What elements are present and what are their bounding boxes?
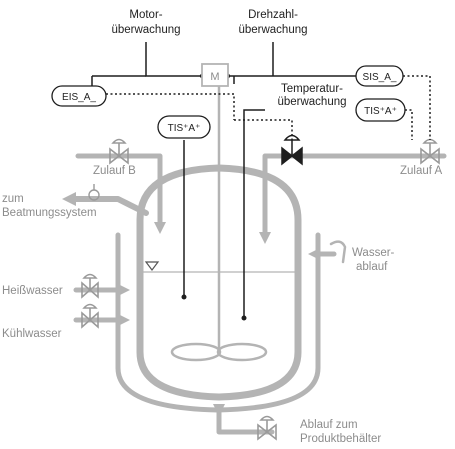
inlet-b-pipe — [75, 153, 163, 231]
instrument-eis-label: EIS_A_ — [62, 92, 96, 103]
valve-cooling-water[interactable] — [81, 303, 99, 329]
motor-monitoring-label-2: überwachung — [111, 24, 180, 36]
speed-monitoring-label-1: Drehzahl- — [248, 9, 298, 21]
vent-fitting — [88, 184, 100, 201]
inlet-b-arrow — [154, 222, 166, 234]
temp-control-line — [234, 119, 293, 140]
inlet-b-label: Zulauf B — [93, 165, 136, 177]
product-drain-label-2: Produktbehälter — [300, 433, 381, 445]
motor-box[interactable] — [201, 63, 229, 87]
instrument-tis-level-label: TIS⁺A⁺ — [364, 106, 397, 117]
water-drain-label-2: ablauf — [356, 261, 388, 273]
product-drain-label-1: Ablauf zum — [300, 419, 358, 431]
tis-level-control-line — [405, 109, 413, 140]
instrument-tis-temp-label: TIS⁺A⁺ — [168, 123, 201, 134]
eis-control-line — [106, 93, 235, 120]
motor-symbol: M — [210, 71, 219, 83]
agitator-impeller — [170, 342, 268, 362]
vent-label-2: Beatmungssystem — [2, 207, 97, 219]
speed-monitoring-label-2: überwachung — [238, 24, 307, 36]
vent-label-1: zum — [2, 193, 24, 205]
product-drain-arrow — [213, 404, 225, 416]
sis-control-line-a — [403, 75, 431, 140]
vent-arrow — [62, 192, 76, 206]
water-drain-label-1: Wasser- — [352, 247, 395, 259]
valve-product-drain[interactable] — [257, 415, 277, 441]
water-drain-arrow — [308, 248, 320, 260]
inlet-a-pipe — [262, 153, 447, 241]
cooling-water-arrow — [116, 313, 130, 327]
hot-water-label: Heißwasser — [2, 285, 63, 297]
instrument-sis-label: SIS_A_ — [363, 72, 397, 83]
cooling-water-label: Kühlwasser — [2, 328, 62, 340]
instrument-tis-temp[interactable]: TIS⁺A⁺ — [157, 115, 211, 139]
temp-monitoring-label-1: Temperatur- — [281, 83, 343, 95]
instrument-tis-level[interactable]: TIS⁺A⁺ — [355, 98, 406, 122]
temperature-control-valve[interactable] — [281, 134, 303, 166]
valve-inlet-a[interactable] — [420, 138, 440, 165]
product-drain-pipe — [216, 407, 275, 435]
reactor-vessel — [136, 164, 302, 401]
motor-signal-line — [145, 42, 202, 77]
valve-inlet-b[interactable] — [109, 138, 129, 165]
instrument-sis[interactable]: SIS_A_ — [355, 65, 404, 87]
tis-temp-probe-tip — [181, 294, 187, 300]
temp-monitoring-label-2: überwachung — [277, 96, 346, 108]
tis-level-probe-tip — [241, 315, 247, 321]
valve-hot-water[interactable] — [81, 273, 99, 299]
level-indicator-triangle — [144, 261, 160, 271]
inlet-a-arrow — [259, 232, 271, 244]
inlet-a-label: Zulauf A — [400, 165, 443, 177]
instrument-eis[interactable]: EIS_A_ — [51, 85, 107, 107]
motor-monitoring-label-1: Motor- — [129, 9, 162, 21]
water-drain-funnel — [329, 240, 347, 264]
tis-level-probe-line — [243, 109, 265, 318]
vent-pipe — [71, 196, 149, 216]
hot-water-arrow — [116, 283, 130, 297]
